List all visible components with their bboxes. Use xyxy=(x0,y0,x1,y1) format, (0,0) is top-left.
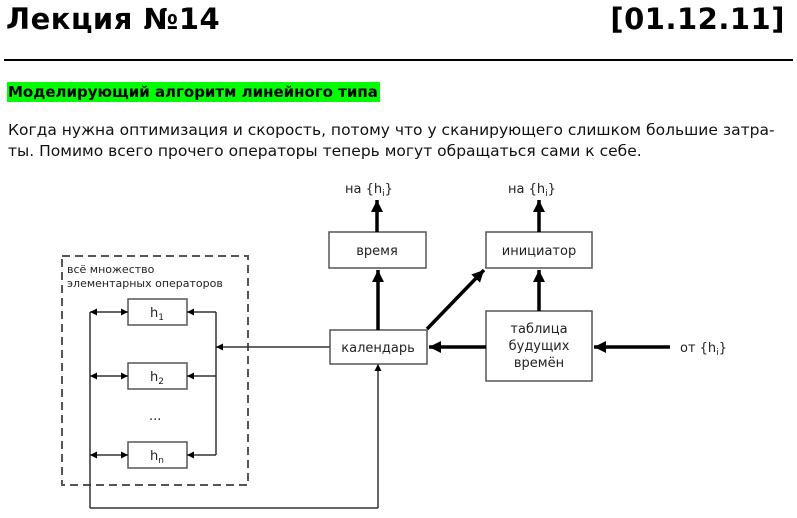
svg-text:время: время xyxy=(356,244,398,259)
group-label-line-2: элементарных операторов xyxy=(67,277,223,290)
future-times-table-node: таблица будущих времён xyxy=(485,310,593,382)
time-output-label: на {hi} xyxy=(345,182,393,199)
svg-text:календарь: календарь xyxy=(341,341,415,356)
svg-text:таблица: таблица xyxy=(510,322,567,337)
operator-hn: hn xyxy=(127,441,188,469)
paragraph-line-1: Когда нужна оптимизация и скорость, пото… xyxy=(8,121,775,139)
svg-text:времён: времён xyxy=(514,356,564,371)
section-paragraph: Когда нужна оптимизация и скорость, пото… xyxy=(8,120,797,162)
input-label: от {hi} xyxy=(680,341,727,358)
lecture-date: [01.12.11] xyxy=(610,2,785,36)
initiator-output-label: на {hi} xyxy=(508,182,556,199)
operator-set-group xyxy=(61,255,249,486)
lecture-title: Лекция №14 xyxy=(6,2,221,36)
svg-text:hn: hn xyxy=(150,449,164,466)
section-heading: Моделирующий алгоритм линейного типа xyxy=(7,82,380,102)
svg-text:инициатор: инициатор xyxy=(502,244,576,259)
calendar-node: календарь xyxy=(329,329,428,365)
svg-text:h2: h2 xyxy=(150,370,164,387)
paragraph-line-2: ты. Помимо всего прочего операторы тепер… xyxy=(8,142,642,160)
header-divider xyxy=(4,59,793,61)
svg-text:h1: h1 xyxy=(150,306,164,323)
operator-h1: h1 xyxy=(127,298,188,326)
operators-ellipsis: ... xyxy=(149,409,161,424)
group-label-line-1: всё множество xyxy=(67,263,155,276)
svg-text:будущих: будущих xyxy=(509,339,570,354)
control-flow-arrows xyxy=(371,200,670,353)
operator-feedback-lines xyxy=(89,308,382,509)
initiator-node: инициатор xyxy=(485,231,593,269)
time-node: время xyxy=(328,231,427,269)
operator-h2: h2 xyxy=(127,362,188,390)
